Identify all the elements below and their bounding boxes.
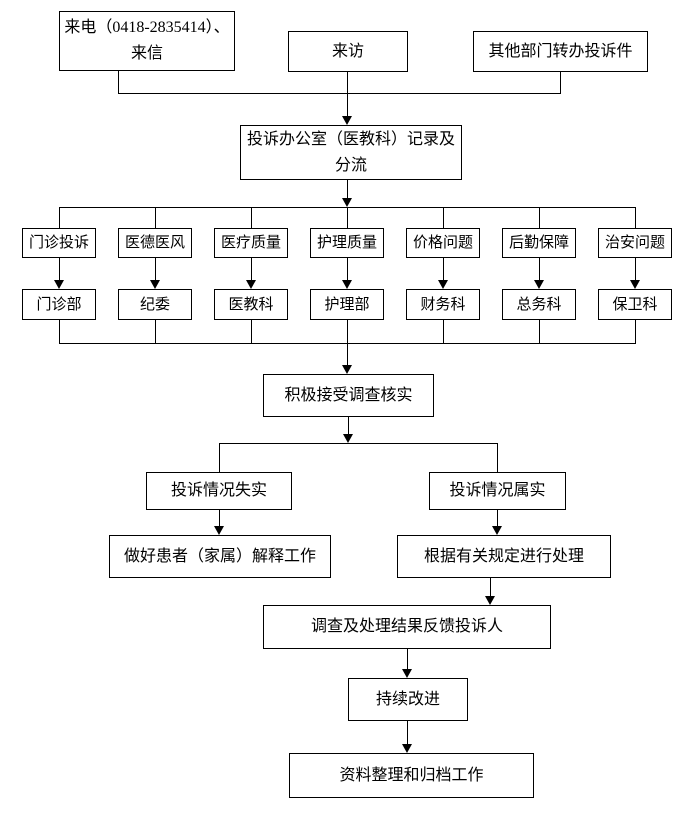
node-handle: 根据有关规定进行处理 [397,535,611,578]
node-source-phone-letter: 来电（0418-2835414）、来信 [59,11,235,71]
node-dept-general-affairs: 总务科 [502,289,576,320]
node-dept-nursing: 护理部 [310,289,384,320]
arrowhead-into-improve [402,669,412,678]
node-category-nursing-quality: 护理质量 [310,228,384,258]
connector-feedback-down [407,649,408,669]
connector-cat-dept-1 [59,258,60,281]
arrowhead-into-intake [342,116,352,125]
split-line [219,443,498,444]
node-dept-discipline: 纪委 [118,289,192,320]
node-category-pricing: 价格问题 [406,228,480,258]
node-dept-finance: 财务科 [406,289,480,320]
connector-cat-dept-7 [635,258,636,281]
connector-cat-dept-5 [443,258,444,281]
node-source-transfer: 其他部门转办投诉件 [473,31,648,72]
arrowhead-dept-3 [246,280,256,289]
node-dept-medical-edu: 医教科 [214,289,288,320]
merge-stub-4 [347,320,348,343]
node-category-ethics: 医德医风 [118,228,192,258]
arrowhead-into-explain [214,526,224,535]
arrowhead-into-split [343,434,353,443]
merge-stub-1 [59,320,60,343]
merge-stub-6 [539,320,540,343]
distribution-stub-6 [539,207,540,228]
connector-cat-dept-3 [251,258,252,281]
arrowhead-into-handle [492,526,502,535]
connector-phone-down [118,71,119,93]
connector-verify-down [348,417,349,435]
connector-cat-dept-6 [539,258,540,281]
arrowhead-dept-7 [630,280,640,289]
distribution-stub-1 [59,207,60,228]
connector-sources-join [118,93,561,94]
distribution-stub-4 [347,207,348,228]
merge-stub-5 [443,320,444,343]
node-branch-true: 投诉情况属实 [429,472,566,510]
node-verify: 积极接受调查核实 [263,374,434,417]
connector-handle-down [490,578,491,596]
distribution-stub-5 [443,207,444,228]
arrowhead-dept-5 [438,280,448,289]
node-intake-office: 投诉办公室（医教科）记录及分流 [240,125,462,180]
merge-stub-3 [251,320,252,343]
merge-stub-7 [635,320,636,343]
arrowhead-dept-2 [150,280,160,289]
distribution-stub-2 [155,207,156,228]
node-feedback: 调查及处理结果反馈投诉人 [263,605,551,649]
connector-cat-dept-2 [155,258,156,281]
connector-merge-down [347,343,348,366]
node-category-logistics: 后勤保障 [502,228,576,258]
connector-intake-down [347,180,348,198]
arrowhead-into-verify [342,365,352,374]
arrowhead-into-distribution [342,198,352,207]
connector-cat-dept-4 [347,258,348,281]
node-explain: 做好患者（家属）解释工作 [109,535,331,578]
connector-visit-down [347,72,348,117]
arrowhead-dept-1 [54,280,64,289]
merge-stub-2 [155,320,156,343]
node-category-medical-quality: 医疗质量 [214,228,288,258]
connector-untrue-down [219,510,220,527]
node-dept-outpatient: 门诊部 [22,289,96,320]
split-stub-left [219,443,220,472]
distribution-stub-7 [635,207,636,228]
connector-transfer-down [560,72,561,93]
node-dept-security: 保卫科 [598,289,672,320]
arrowhead-dept-6 [534,280,544,289]
split-stub-right [497,443,498,472]
node-source-visit: 来访 [288,31,408,72]
node-category-outpatient: 门诊投诉 [22,228,96,258]
arrowhead-into-archive [402,744,412,753]
node-branch-untrue: 投诉情况失实 [146,472,292,510]
arrowhead-into-feedback [485,596,495,605]
arrowhead-dept-4 [342,280,352,289]
connector-improve-down [407,721,408,744]
connector-true-down [497,510,498,527]
node-improve: 持续改进 [348,678,468,721]
node-category-security: 治安问题 [598,228,672,258]
node-archive: 资料整理和归档工作 [289,753,534,798]
distribution-stub-3 [251,207,252,228]
